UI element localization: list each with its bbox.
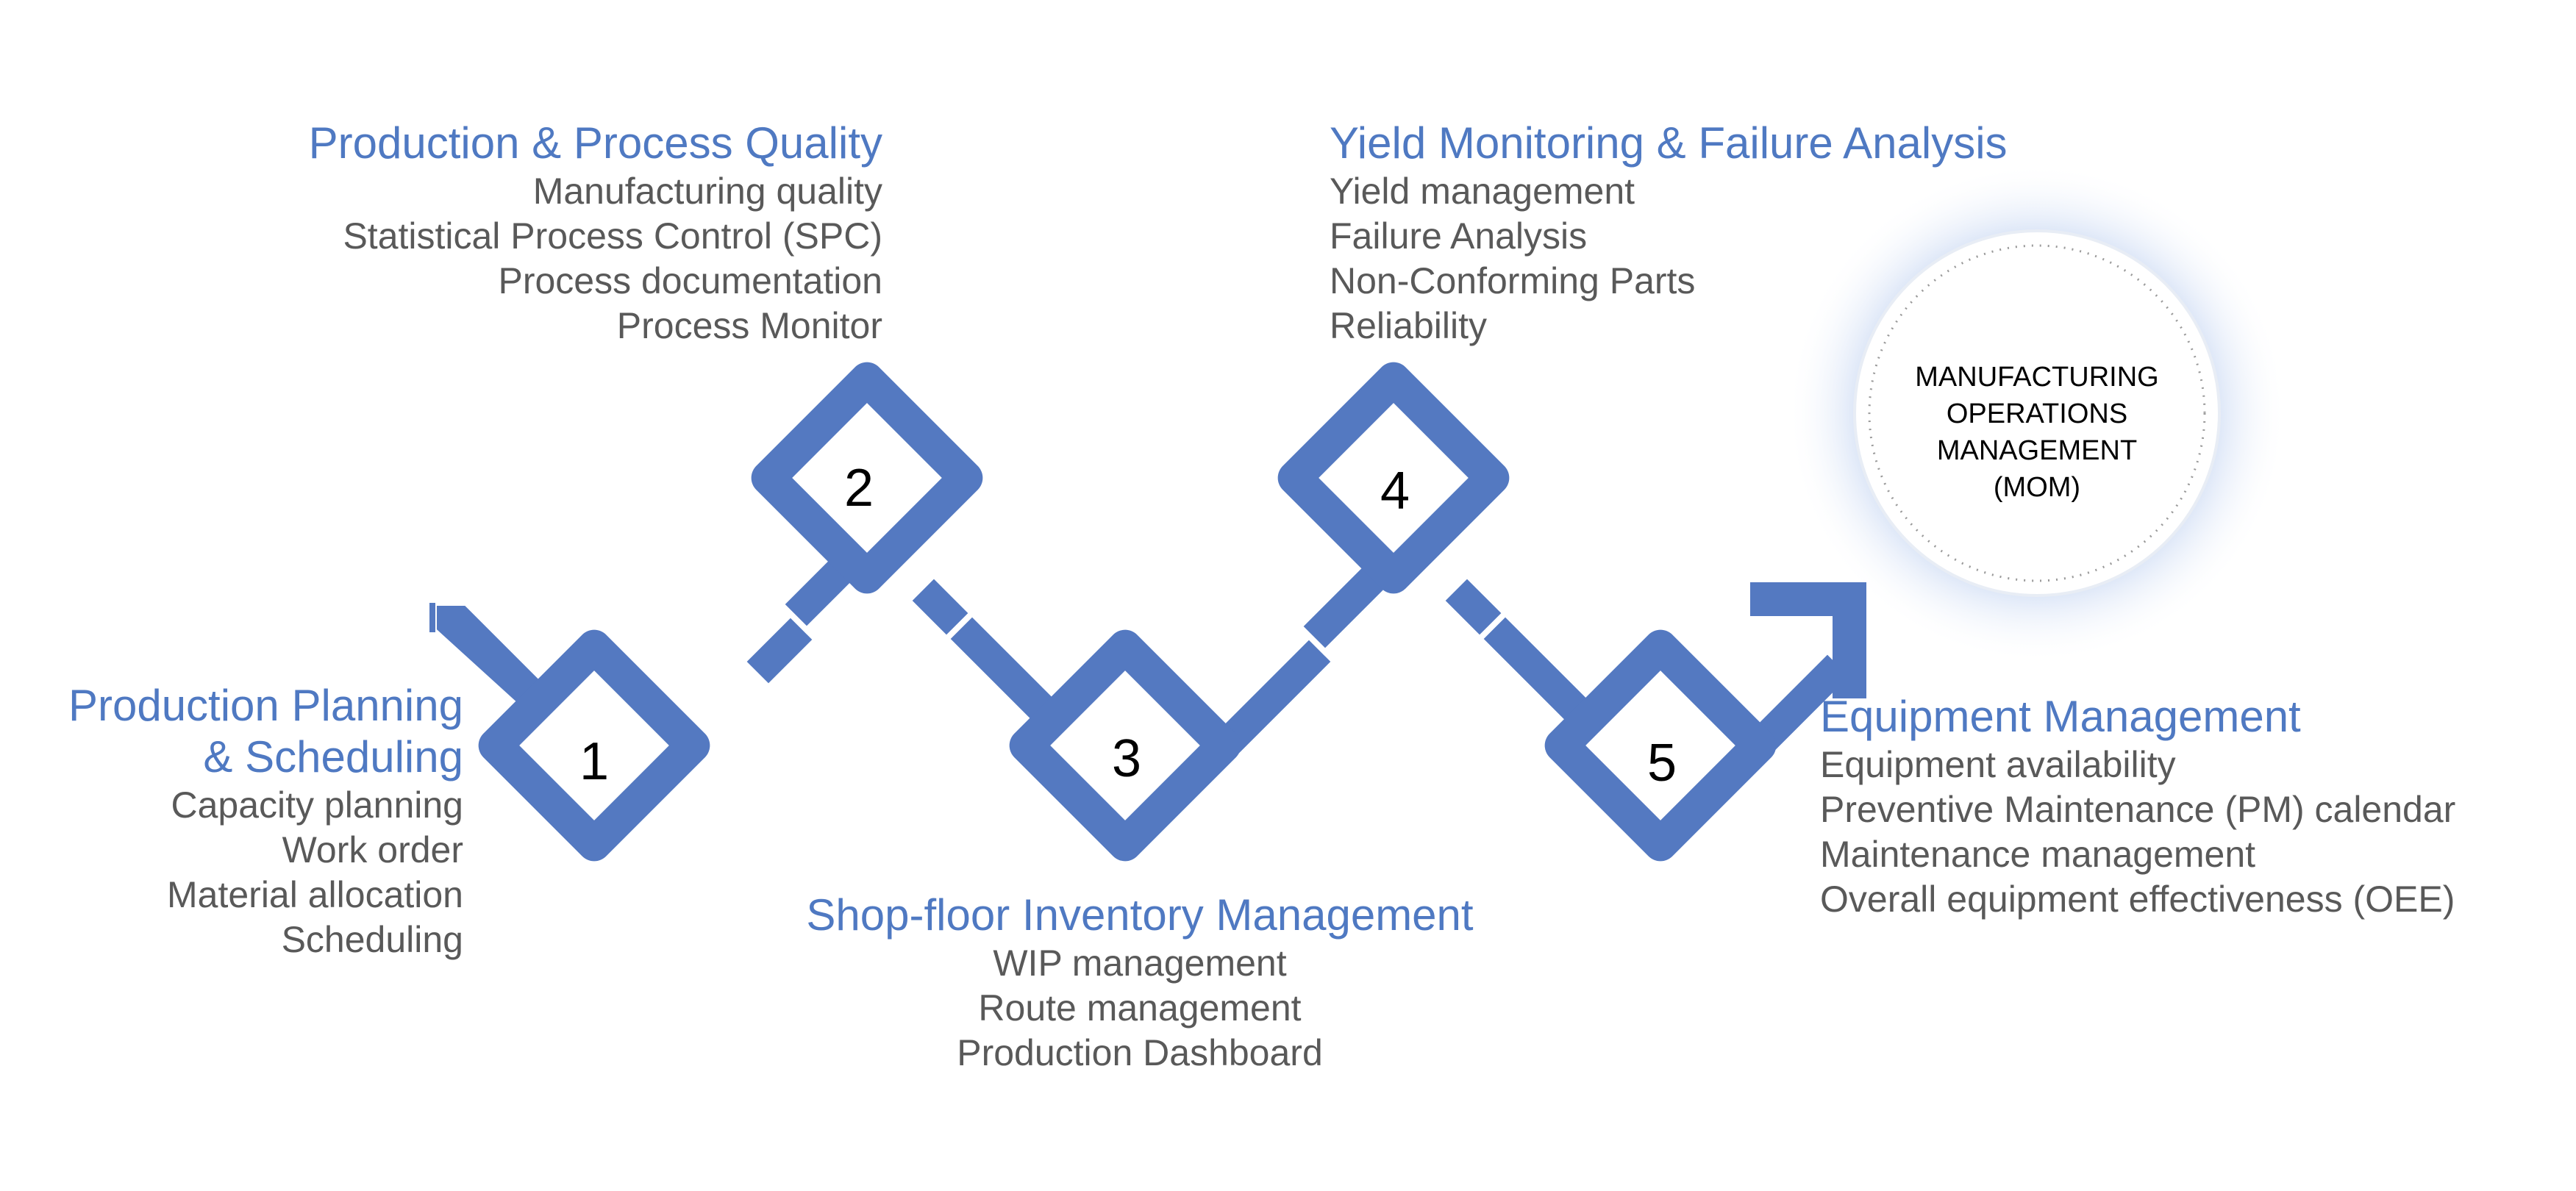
step-3-title: Shop-floor Inventory Management	[806, 890, 1474, 940]
end-arrow-head	[1750, 582, 1866, 698]
mom-label-line: (MOM)	[1993, 472, 2081, 503]
step-1-item: Material allocation	[167, 874, 463, 915]
step-2-item: Statistical Process Control (SPC)	[343, 215, 882, 257]
connector-1-2	[738, 552, 859, 692]
step-1-title-line-1: Production Planning	[68, 681, 463, 730]
step-3-item: Route management	[978, 987, 1302, 1029]
node-1-number: 1	[579, 732, 610, 791]
node-1-diamond	[478, 629, 710, 862]
mom-circle-dotted-ring	[1868, 244, 2206, 582]
step-5-block: Equipment Management Equipment availabil…	[1820, 691, 2555, 922]
step-4-block: Yield Monitoring & Failure Analysis Yiel…	[1330, 118, 2065, 348]
step-2-item: Manufacturing quality	[532, 171, 882, 212]
step-5-item: Overall equipment effectiveness (OEE)	[1820, 879, 2455, 920]
node-4-diamond	[1277, 362, 1510, 594]
step-1-title-line-2: & Scheduling	[203, 732, 463, 782]
node-5-number: 5	[1646, 734, 1677, 793]
step-2-title: Production & Process Quality	[308, 118, 882, 168]
step-5-item: Maintenance management	[1820, 834, 2256, 875]
node-2-number: 2	[843, 459, 874, 518]
diamond-nodes	[478, 362, 1777, 862]
mom-circle	[1853, 229, 2221, 597]
step-5-item: Preventive Maintenance (PM) calendar	[1820, 789, 2456, 830]
step-4-item: Reliability	[1330, 305, 1487, 346]
mom-label-line: MANUFACTURING	[1915, 362, 2159, 393]
node-3-diamond	[1009, 629, 1241, 862]
step-3-item: WIP management	[993, 943, 1287, 984]
node-4-number: 4	[1380, 462, 1410, 521]
step-5-item: Equipment availability	[1820, 744, 2176, 785]
mom-label: MANUFACTURING OPERATIONS MANAGEMENT (MOM…	[1883, 359, 2191, 506]
step-2-item: Process documentation	[498, 260, 882, 301]
step-4-item: Failure Analysis	[1330, 215, 1588, 257]
step-1-item: Scheduling	[281, 919, 463, 960]
step-4-title: Yield Monitoring & Failure Analysis	[1330, 118, 2008, 168]
step-5-title: Equipment Management	[1820, 692, 2301, 741]
step-3-item: Production Dashboard	[957, 1032, 1323, 1073]
node-5-diamond	[1544, 629, 1777, 862]
step-1-block: Production Planning & Scheduling Capacit…	[29, 680, 463, 962]
step-4-item: Non-Conforming Parts	[1330, 260, 1696, 301]
mom-label-line: MANAGEMENT	[1936, 435, 2138, 466]
node-3-number: 3	[1111, 729, 1142, 788]
step-2-block: Production & Process Quality Manufacturi…	[221, 118, 882, 348]
node-2-diamond	[751, 362, 983, 594]
step-1-item: Capacity planning	[171, 784, 464, 826]
mom-label-line: OPERATIONS	[1946, 398, 2128, 429]
step-1-item: Work order	[282, 829, 463, 870]
step-3-block: Shop-floor Inventory Management WIP mana…	[772, 890, 1508, 1076]
step-2-item: Process Monitor	[616, 305, 882, 346]
step-4-item: Yield management	[1330, 171, 1635, 212]
